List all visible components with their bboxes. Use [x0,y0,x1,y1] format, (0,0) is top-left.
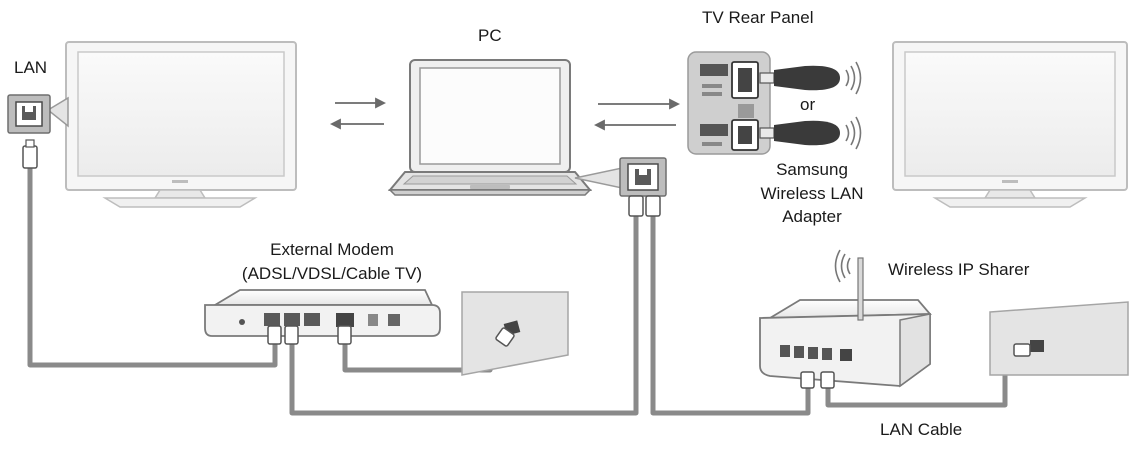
modem-plugs [267,325,352,345]
wall-outlet-1 [461,291,569,376]
adapter-label-line-1: Samsung [776,160,848,179]
external-modem [204,289,441,337]
cables [27,168,1024,416]
wireless-ip-sharer [759,257,932,388]
pc-label: PC [478,26,502,45]
lan-label: LAN [14,58,48,77]
lan-cable-label: LAN Cable [880,420,963,439]
wireless-ip-sharer-label: Wireless IP Sharer [888,260,1030,279]
sharer-plugs [800,371,835,389]
cable-pc-to-sharer [650,205,811,416]
tv-rear-panel-label: TV Rear Panel [702,8,814,27]
or-label: or [800,95,816,114]
lan-plug-left [22,139,38,169]
external-modem-label-line-1: External Modem [270,240,394,259]
pc-lan-port-icon [574,157,667,197]
arrows-pc-panel [593,98,681,131]
adapter-label: Samsung Wireless LAN Adapter [752,160,872,227]
wireless-adapter-top [759,65,840,91]
external-modem-label: External Modem (ADSL/VDSL/Cable TV) [232,240,432,283]
tv-rear-panel [687,51,771,155]
sharer-wifi-icon [834,249,851,283]
right-tv [892,41,1128,208]
cable-modem-to-pc [289,205,639,416]
wireless-adapter-bottom [759,120,840,146]
adapter-label-line-3: Adapter [782,207,842,227]
external-modem-label-line-2: (ADSL/VDSL/Cable TV) [241,263,423,283]
cable-tv-to-modem [27,168,278,368]
pc-lan-plugs [628,195,661,217]
laptop-pc [387,59,593,196]
adapter-label-line-2: Wireless LAN [760,183,864,203]
wall-outlet-2 [989,301,1129,376]
arrows-tv-pc [329,97,387,130]
wifi-signal-icon [845,61,862,150]
left-tv [65,41,297,208]
lan-port-icon [7,94,69,134]
